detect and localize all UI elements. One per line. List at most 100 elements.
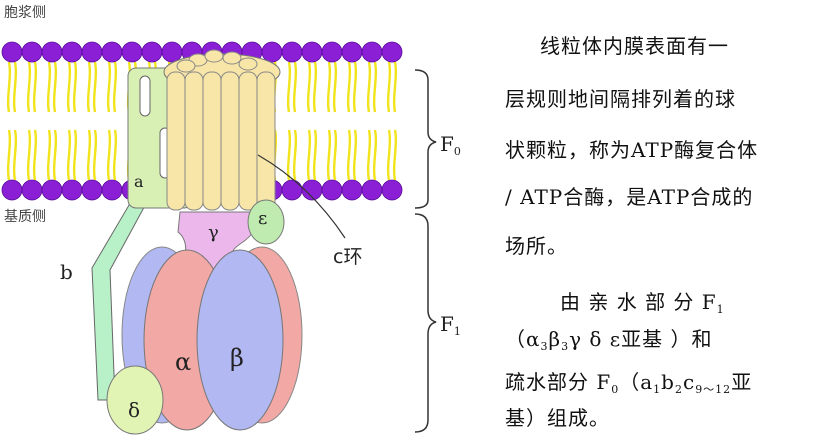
b-stalk-label: b	[60, 260, 73, 284]
lipid-tail	[332, 129, 338, 181]
lipid-tail	[46, 61, 52, 113]
c-ring-label: c环	[333, 246, 363, 268]
lipid-tail	[106, 61, 112, 113]
lipid-tail	[332, 61, 338, 113]
lipid-head	[321, 179, 343, 201]
lipid-head	[21, 179, 43, 201]
lipid-tail	[106, 129, 112, 181]
lipid-tail	[346, 61, 352, 113]
lipid-head	[381, 179, 403, 201]
lipid-tail	[12, 129, 18, 181]
desc-line-8-sub2: 1	[653, 383, 662, 396]
lipid-head	[281, 41, 303, 63]
desc-line-8-c: b	[661, 370, 675, 394]
lipid-tail	[292, 129, 298, 181]
lipid-tail	[6, 61, 12, 113]
c-ring	[163, 49, 281, 211]
beta-subunit	[196, 249, 284, 431]
desc-line-8-b: （a	[619, 370, 654, 394]
lipid-tail	[32, 129, 38, 181]
lipid-tail	[66, 129, 72, 181]
lipid-tail	[32, 61, 38, 113]
lipid-tail	[366, 61, 372, 113]
lipid-tail	[112, 129, 118, 181]
lipid-tail	[52, 129, 58, 181]
f0-letter: F	[440, 132, 454, 156]
lipid-tail	[312, 61, 318, 113]
lipid-tail	[292, 61, 298, 113]
lipid-tail	[386, 129, 392, 181]
lipid-tail	[386, 61, 392, 113]
lipid-tail	[46, 129, 52, 181]
c-subunit-top	[204, 49, 224, 63]
alpha-label: α	[175, 348, 192, 376]
lipid-tail	[346, 129, 352, 181]
lipid-head	[101, 179, 123, 201]
desc-line-5: 场所。	[505, 234, 568, 258]
lipid-tail	[12, 61, 18, 113]
lipid-head	[1, 179, 23, 201]
lipid-head	[81, 179, 103, 201]
c-ring-pointer	[257, 154, 346, 239]
lipid-tail	[326, 129, 332, 181]
c-subunit	[202, 71, 222, 211]
lipid-tail	[392, 61, 398, 113]
desc-line-8-a: 疏水部分 F	[505, 370, 612, 394]
c-subunit-top	[222, 51, 242, 65]
lipid-head	[61, 41, 83, 63]
beta-label: β	[230, 344, 244, 372]
lipid-head	[341, 41, 363, 63]
a-subunit-channel-1	[139, 75, 151, 117]
a-subunit-label: a	[134, 172, 144, 191]
desc-line-7-a: （α	[505, 327, 541, 351]
lipid-tail	[6, 129, 12, 181]
desc-line-9: 基）组成。	[505, 406, 610, 430]
cytoplasm-side-label: 胞浆侧	[4, 5, 46, 21]
lipid-head	[141, 41, 163, 63]
lipid-tail	[352, 129, 358, 181]
f0-brace	[414, 69, 437, 209]
lipid-head	[101, 41, 123, 63]
f1-letter: F	[440, 312, 454, 336]
lipid-tail	[52, 61, 58, 113]
desc-line-8-sub3: 2	[674, 383, 683, 396]
desc-line-7-sub1: 3	[540, 340, 549, 353]
desc-line-7-b: β	[548, 327, 562, 351]
epsilon-label: ε	[258, 208, 268, 229]
lipid-head	[21, 41, 43, 63]
desc-line-8-e: 亚	[731, 370, 753, 394]
desc-line-6: 由 亲 水 部 分 F1	[560, 286, 725, 316]
desc-line-8-sub1: 0	[611, 383, 620, 396]
lipid-tail	[66, 61, 72, 113]
lipid-head	[261, 41, 283, 63]
delta-label: δ	[128, 398, 141, 422]
desc-line-6-text: 由 亲 水 部 分 F	[560, 290, 717, 314]
f0-label: F0	[440, 132, 461, 158]
c-subunit	[256, 71, 276, 211]
lipid-head	[321, 41, 343, 63]
lipid-tail	[392, 129, 398, 181]
desc-line-1: 线粒体内膜表面有一	[540, 34, 729, 58]
lipid-tail	[286, 129, 292, 181]
f0-subscript: 0	[453, 145, 461, 158]
desc-line-7: （α3β3γ δ ε亚基 ）和	[505, 323, 713, 353]
lipid-tail	[352, 61, 358, 113]
lipid-tail	[372, 61, 378, 113]
lipid-tail	[306, 129, 312, 181]
lipid-head	[281, 179, 303, 201]
desc-line-7-sub2: 3	[561, 340, 570, 353]
c-subunit-top	[176, 59, 196, 73]
f1-label: F1	[440, 312, 461, 338]
desc-line-2: 层规则地间隔排列着的球	[505, 87, 736, 111]
lipid-tail	[72, 61, 78, 113]
lipid-head	[361, 41, 383, 63]
lipid-tail	[86, 61, 92, 113]
lipid-tail	[372, 129, 378, 181]
lipid-tail	[26, 129, 32, 181]
lipid-tail	[72, 129, 78, 181]
lipid-head	[61, 179, 83, 201]
lipid-head	[381, 41, 403, 63]
f1-brace	[414, 213, 437, 433]
lipid-tail	[26, 61, 32, 113]
